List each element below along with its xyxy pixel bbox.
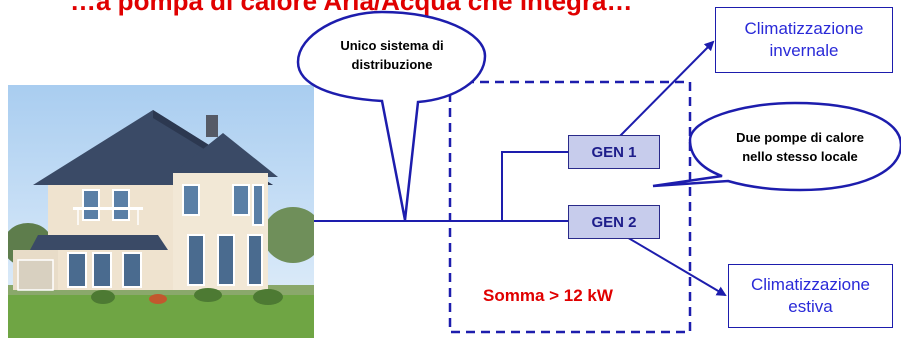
dashed-boundary xyxy=(448,80,692,334)
bubble-right-text: Due pompe di calore nello stesso locale xyxy=(705,128,895,166)
gen2-box: GEN 2 xyxy=(568,205,660,239)
bubble-top-shape xyxy=(296,10,487,221)
bubble-top-line2: distribuzione xyxy=(351,57,433,72)
slide-title: …a pompa di calore Aria/Acqua che integr… xyxy=(70,0,633,16)
bubble-top-text: Unico sistema di distribuzione xyxy=(312,36,472,74)
box-summer-line1: Climatizzazione xyxy=(750,275,871,294)
box-summer-line2: estiva xyxy=(788,297,833,316)
house-photo xyxy=(8,85,314,338)
bubble-right-line1: Due pompe di calore xyxy=(736,130,864,145)
arrow-summer xyxy=(624,235,727,297)
box-winter-line2: invernale xyxy=(769,41,839,60)
gen1-box: GEN 1 xyxy=(568,135,660,169)
arrow-winter xyxy=(619,40,715,137)
branch-gen1 xyxy=(501,151,568,221)
box-summer: Climatizzazione estiva xyxy=(728,264,893,328)
box-winter: Climatizzazione invernale xyxy=(715,7,893,73)
box-winter-line1: Climatizzazione xyxy=(744,19,864,38)
bubble-right-line2: nello stesso locale xyxy=(742,149,858,164)
bubble-right-shape xyxy=(652,101,901,192)
sum-label: Somma > 12 kW xyxy=(483,286,613,305)
bubble-top-line1: Unico sistema di xyxy=(340,38,444,53)
